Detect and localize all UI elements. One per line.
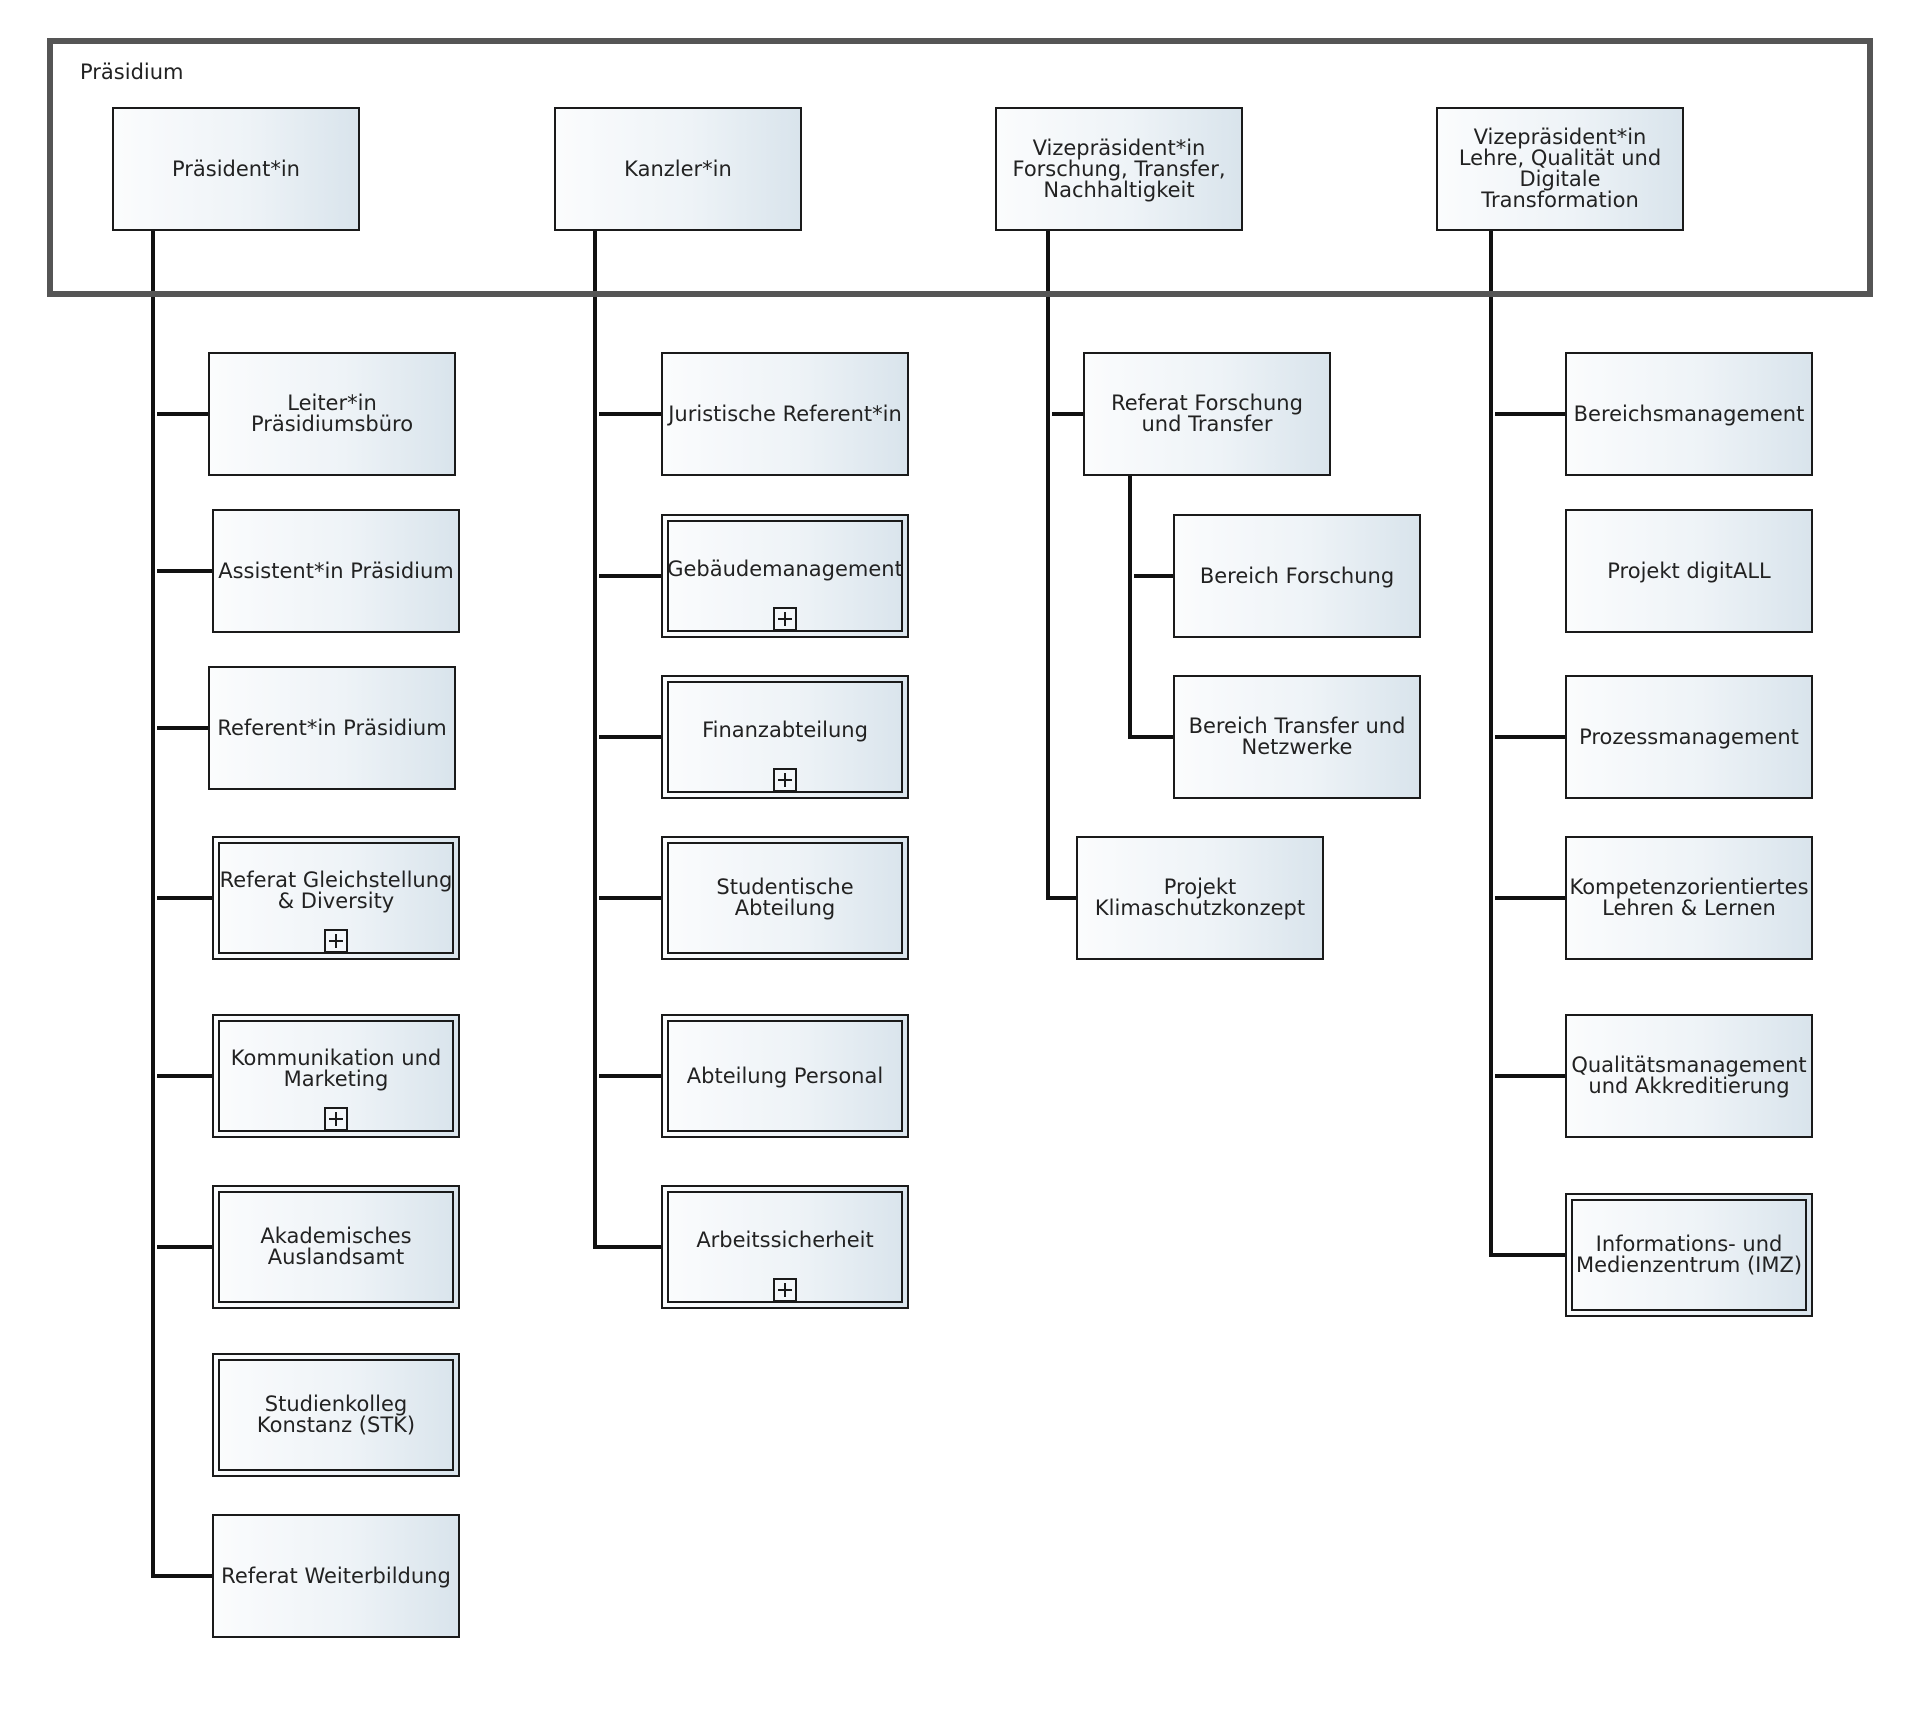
org-unit-label: Projekt Klimaschutzkonzept (1094, 875, 1306, 920)
org-unit-label: Referat Forschung und Transfer (1111, 391, 1303, 436)
org-unit-kommunikation[interactable]: Kommunikation und Marketing (212, 1014, 460, 1138)
org-unit-label: Qualitätsmanagement und Akkreditierung (1571, 1053, 1807, 1098)
org-unit-assistent[interactable]: Assistent*in Präsidium (212, 509, 460, 633)
org-unit-label: Bereich Transfer und Netzwerke (1188, 714, 1406, 759)
expand-icon[interactable] (324, 929, 348, 953)
org-unit-finanzabteilung[interactable]: Finanzabteilung (661, 675, 909, 799)
org-unit-label: Abteilung Personal (686, 1063, 884, 1088)
praesidium-group-frame (47, 38, 1873, 297)
org-unit-label: Kompetenzorientiertes Lehren & Lernen (1569, 875, 1809, 920)
org-unit-label: Informations- und Medienzentrum (IMZ) (1575, 1232, 1803, 1277)
org-unit-label: Studentische Abteilung (716, 875, 854, 920)
group-label: Präsidium (80, 60, 184, 84)
org-unit-label: Gebäudemanagement (667, 556, 903, 581)
org-unit-bereich-transfer[interactable]: Bereich Transfer und Netzwerke (1173, 675, 1421, 799)
org-unit-auslandsamt[interactable]: Akademisches Auslandsamt (212, 1185, 460, 1309)
org-unit-bereich-forschung[interactable]: Bereich Forschung (1173, 514, 1421, 638)
org-unit-vp-forschung[interactable]: Vizepräsident*in Forschung, Transfer, Na… (995, 107, 1243, 231)
org-unit-gleichstellung[interactable]: Referat Gleichstellung & Diversity (212, 836, 460, 960)
org-unit-label: Präsident*in (171, 156, 300, 181)
org-unit-label: Bereichsmanagement (1573, 401, 1805, 426)
org-unit-bereichsmanagement[interactable]: Bereichsmanagement (1565, 352, 1813, 476)
org-unit-praesidiumsbuero[interactable]: Leiter*in Präsidiumsbüro (208, 352, 456, 476)
org-unit-referat-forschung-transfer[interactable]: Referat Forschung und Transfer (1083, 352, 1331, 476)
org-unit-label: Kommunikation und Marketing (230, 1046, 442, 1091)
org-unit-label: Referat Weiterbildung (221, 1563, 451, 1588)
org-unit-vp-lehre[interactable]: Vizepräsident*in Lehre, Qualität und Dig… (1436, 107, 1684, 231)
connector-kanzler-trunk (593, 231, 661, 1249)
org-unit-imz[interactable]: Informations- und Medienzentrum (IMZ) (1565, 1193, 1813, 1317)
org-unit-studentische-abteilung[interactable]: Studentische Abteilung (661, 836, 909, 960)
org-unit-label: Vizepräsident*in Lehre, Qualität und Dig… (1458, 125, 1662, 212)
expand-icon[interactable] (324, 1107, 348, 1131)
org-unit-label: Studienkolleg Konstanz (STK) (256, 1392, 416, 1437)
org-unit-studienkolleg[interactable]: Studienkolleg Konstanz (STK) (212, 1353, 460, 1477)
org-unit-label: Leiter*in Präsidiumsbüro (250, 391, 414, 436)
org-unit-label: Akademisches Auslandsamt (260, 1224, 412, 1269)
expand-icon[interactable] (773, 1278, 797, 1302)
org-unit-label: Bereich Forschung (1199, 563, 1395, 588)
org-unit-label: Assistent*in Präsidium (218, 558, 454, 583)
org-unit-label: Arbeitssicherheit (696, 1227, 874, 1252)
org-unit-qualitaetsmanagement[interactable]: Qualitätsmanagement und Akkreditierung (1565, 1014, 1813, 1138)
org-unit-label: Juristische Referent*in (668, 401, 902, 426)
connector-praesident-trunk (151, 231, 212, 1578)
org-unit-gebaeudemanagement[interactable]: Gebäudemanagement (661, 514, 909, 638)
org-unit-label: Prozessmanagement (1579, 724, 1799, 749)
org-unit-label: Finanzabteilung (702, 717, 868, 742)
org-unit-abteilung-personal[interactable]: Abteilung Personal (661, 1014, 909, 1138)
org-unit-label: Kanzler*in (624, 156, 732, 181)
org-unit-label: Projekt digitALL (1607, 558, 1771, 583)
org-unit-referent[interactable]: Referent*in Präsidium (208, 666, 456, 790)
expand-icon[interactable] (773, 768, 797, 792)
connector-vp-forschung-trunk (1046, 231, 1076, 900)
org-unit-prozessmanagement[interactable]: Prozessmanagement (1565, 675, 1813, 799)
org-unit-klimaschutzkonzept[interactable]: Projekt Klimaschutzkonzept (1076, 836, 1324, 960)
org-unit-label: Referat Gleichstellung & Diversity (219, 868, 453, 913)
org-unit-kanzler[interactable]: Kanzler*in (554, 107, 802, 231)
expand-icon[interactable] (773, 607, 797, 631)
org-unit-digitall[interactable]: Projekt digitALL (1565, 509, 1813, 633)
connector-vp-lehre-trunk (1489, 231, 1565, 1257)
org-unit-arbeitssicherheit[interactable]: Arbeitssicherheit (661, 1185, 909, 1309)
connector-referat-forschung-sub-trunk (1128, 476, 1173, 739)
org-unit-label: Vizepräsident*in Forschung, Transfer, Na… (1012, 135, 1226, 202)
org-unit-praesident[interactable]: Präsident*in (112, 107, 360, 231)
org-unit-weiterbildung[interactable]: Referat Weiterbildung (212, 1514, 460, 1638)
org-unit-kompetenzorientiertes-lehren[interactable]: Kompetenzorientiertes Lehren & Lernen (1565, 836, 1813, 960)
org-unit-label: Referent*in Präsidium (217, 715, 447, 740)
org-unit-juristische-referentin[interactable]: Juristische Referent*in (661, 352, 909, 476)
